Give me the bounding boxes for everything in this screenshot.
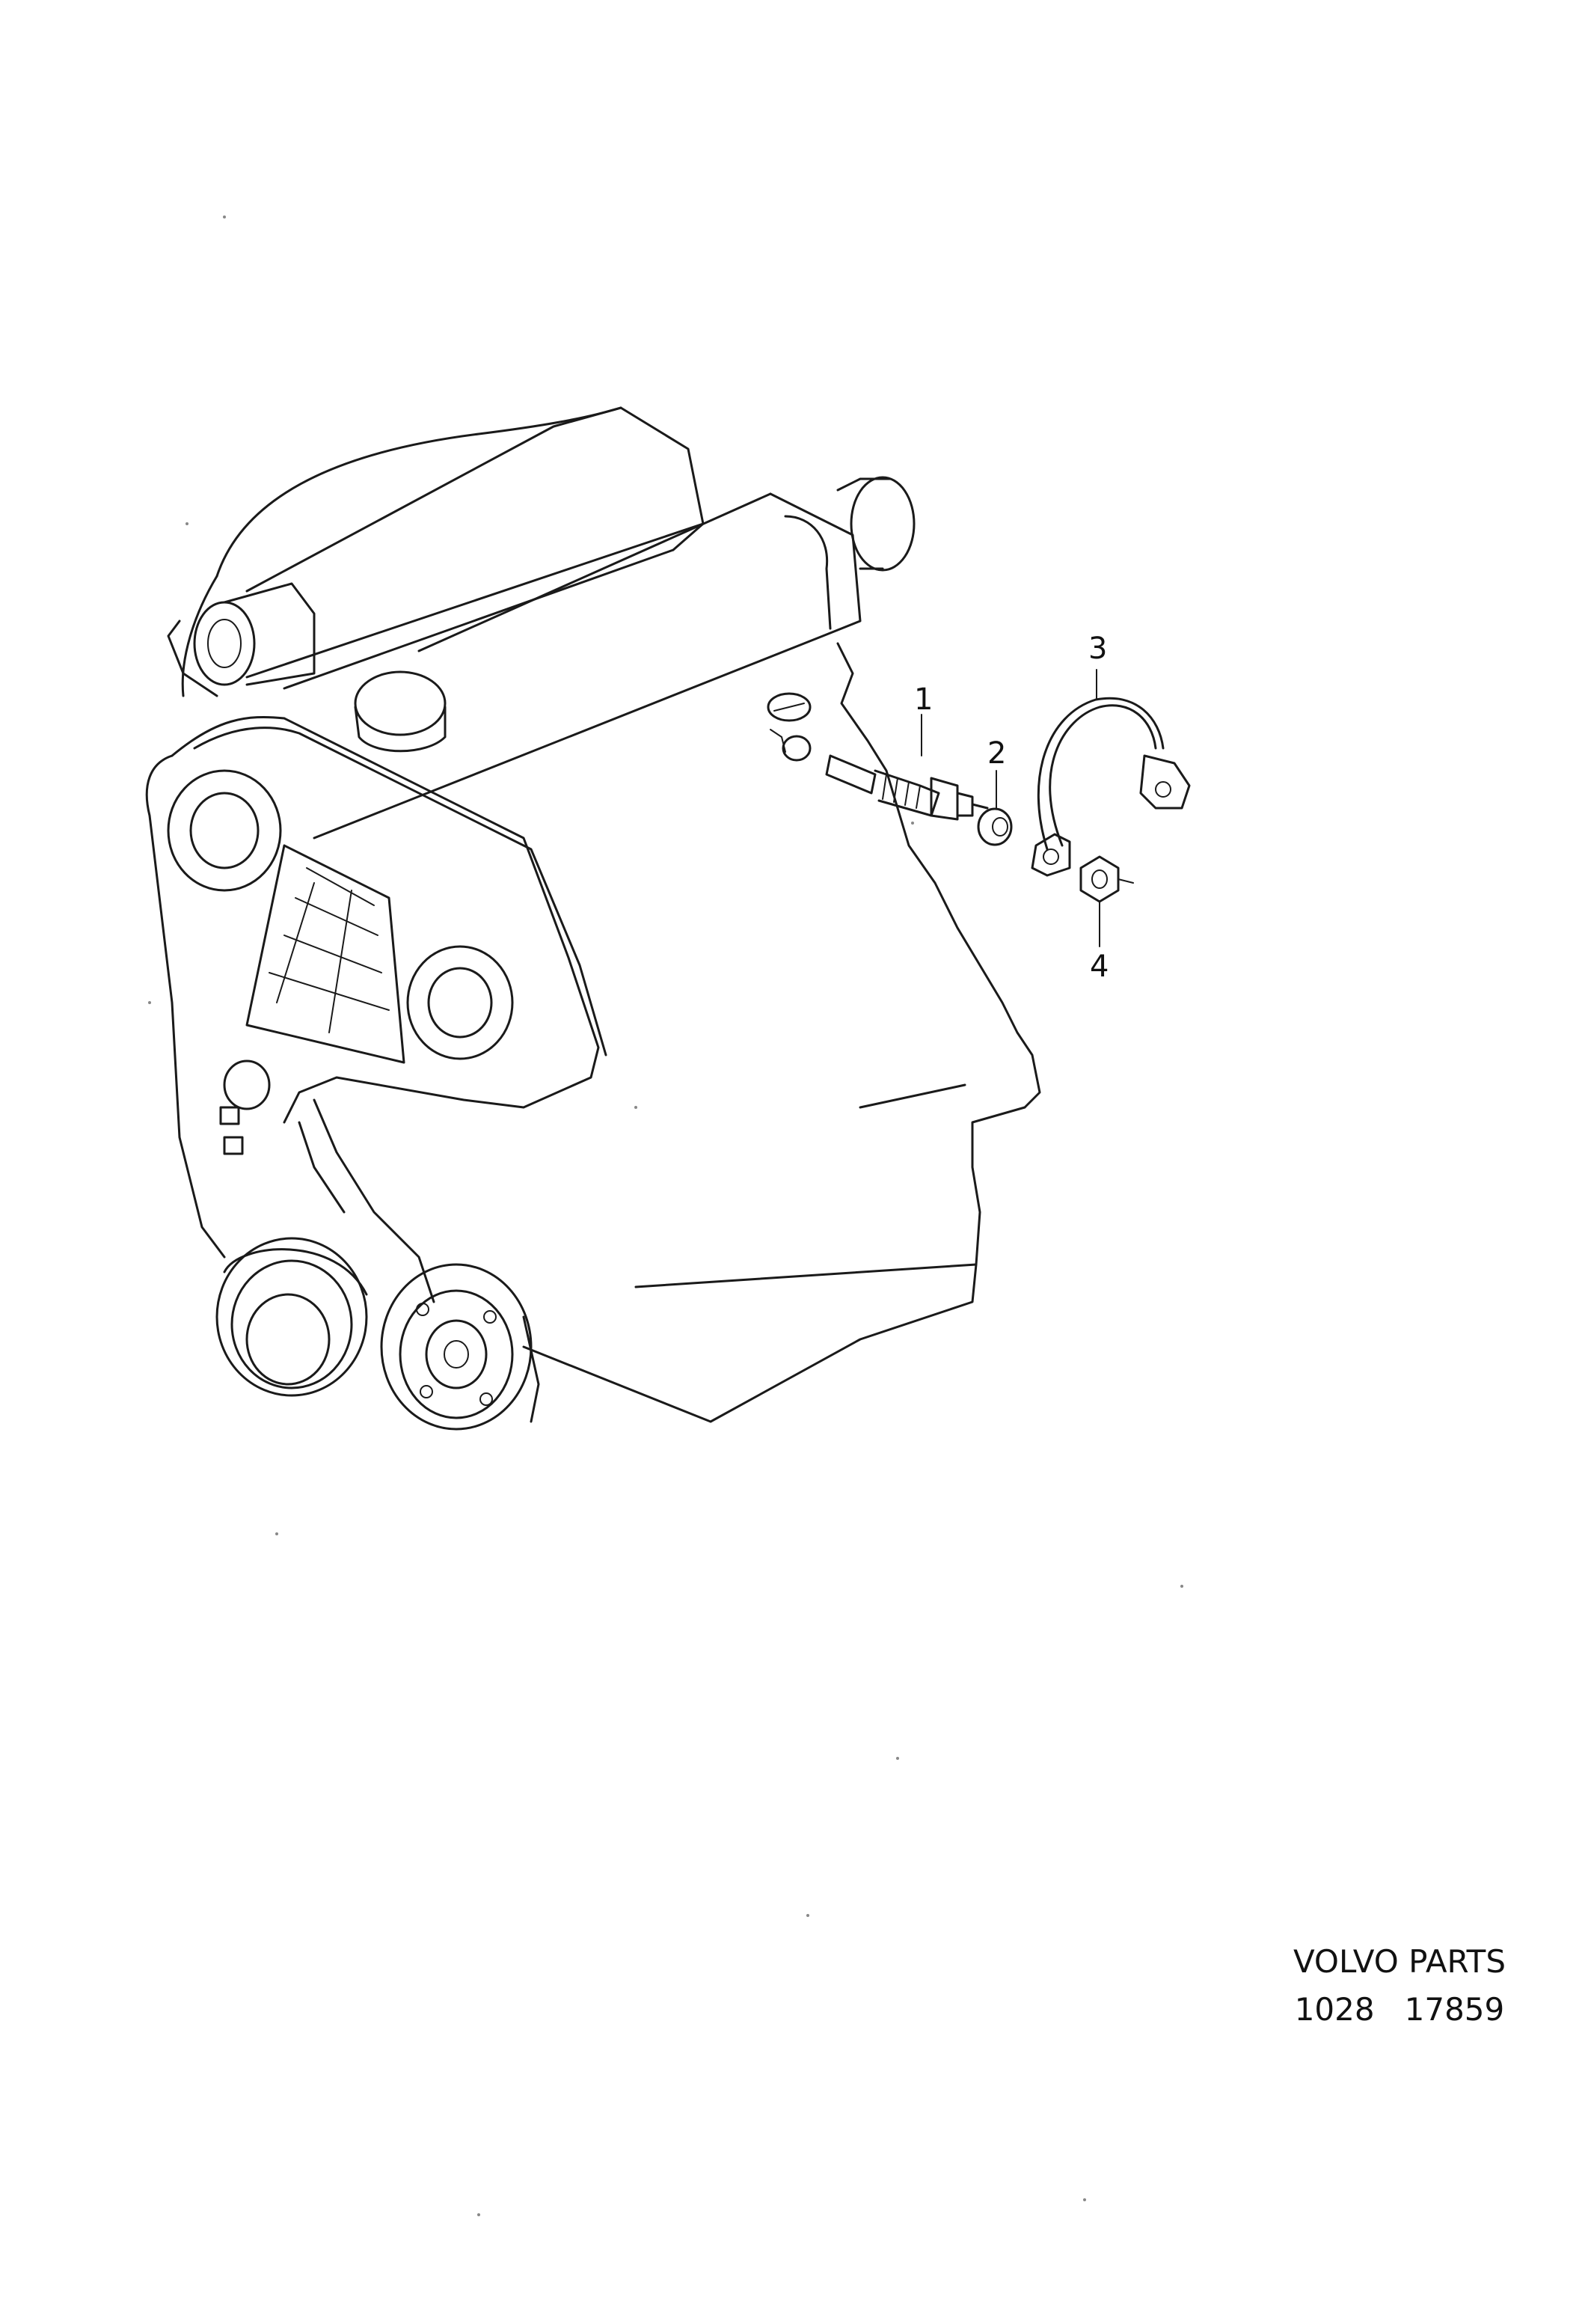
part-3-cable: [1031, 697, 1191, 877]
callout-4: 4: [1090, 950, 1109, 984]
part-2-washer: [977, 807, 1013, 846]
part-4-nut: [1079, 855, 1134, 903]
engine-block: [145, 406, 1041, 1431]
part-1-glow-plug: [767, 692, 989, 821]
callout-1: 1: [914, 682, 933, 717]
footer-label: VOLVO PARTS 1028 17859: [1293, 1938, 1506, 2034]
callout-2: 2: [987, 736, 1006, 771]
callout-3: 3: [1088, 632, 1107, 666]
scan-dots: [148, 215, 1183, 2216]
footer-brand: VOLVO PARTS: [1293, 1943, 1506, 1980]
footer-code: 1028 17859: [1294, 1991, 1505, 2028]
